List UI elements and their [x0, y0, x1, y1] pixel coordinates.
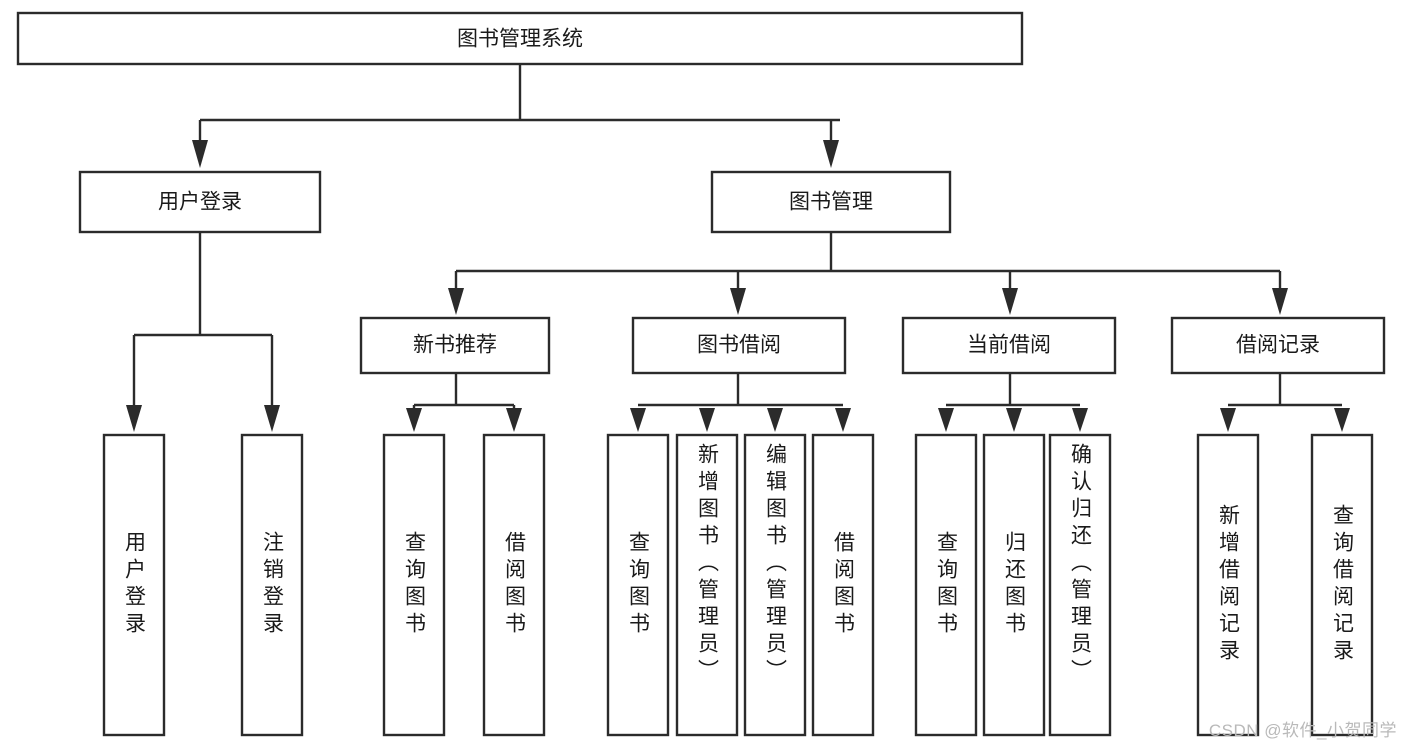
node-leaf-edit-book-admin-box[interactable] — [743, 433, 807, 737]
node-root[interactable]: 图书管理系统 — [16, 11, 1024, 66]
arrow-head-leaf-confirm-return-admin — [1072, 408, 1088, 432]
node-root-label: 图书管理系统 — [457, 28, 583, 51]
node-book-borrow-box[interactable] — [631, 316, 847, 375]
arrow-head-leaf-return-book — [1006, 408, 1022, 432]
node-current-borrow[interactable]: 当前借阅 — [901, 316, 1117, 375]
node-user-login-box[interactable] — [78, 170, 322, 234]
node-leaf-query-book-current-box[interactable] — [914, 433, 978, 737]
connector-current-borrow-to-leaves — [938, 373, 1088, 432]
node-book-manage-label: 图书管理 — [789, 191, 873, 214]
node-book-manage-box[interactable] — [710, 170, 952, 234]
node-borrow-record-label: 借阅记录 — [1236, 334, 1320, 357]
arrow-head-leaf-query-borrow-record — [1334, 408, 1350, 432]
connector-book-borrow-to-leaves — [630, 373, 851, 432]
arrow-head-book-manage — [823, 140, 839, 168]
node-new-book-recommend-label: 新书推荐 — [413, 334, 497, 357]
connector-root-to-level1 — [192, 64, 840, 168]
node-current-borrow-box[interactable] — [901, 316, 1117, 375]
node-leaf-borrow-book-new-box[interactable] — [482, 433, 546, 737]
arrow-head-leaf-borrow-book-new — [506, 408, 522, 432]
node-new-book-recommend-box[interactable] — [359, 316, 551, 375]
node-leaf-add-borrow-record-box[interactable] — [1196, 433, 1260, 737]
arrow-head-leaf-query-book-current — [938, 408, 954, 432]
connector-borrow-record-to-leaves — [1220, 373, 1350, 432]
arrow-head-leaf-user-login — [126, 405, 142, 432]
connector-user-login-to-leaves — [126, 232, 280, 432]
node-leaf-query-book-borrow-box[interactable] — [606, 433, 670, 737]
arrow-head-current-borrow — [1002, 288, 1018, 315]
node-new-book-recommend[interactable]: 新书推荐 — [359, 316, 551, 375]
arrow-head-leaf-borrow-book — [835, 408, 851, 432]
node-leaf-user-login-box[interactable] — [102, 433, 166, 737]
node-book-manage[interactable]: 图书管理 — [710, 170, 952, 234]
node-user-login[interactable]: 用户登录 — [78, 170, 322, 234]
arrow-head-leaf-add-borrow-record — [1220, 408, 1236, 432]
arrow-head-new-book-recommend — [448, 288, 464, 315]
node-leaf-add-book-admin-box[interactable] — [675, 433, 739, 737]
arrow-head-leaf-query-book-borrow — [630, 408, 646, 432]
node-borrow-record-box[interactable] — [1170, 316, 1386, 375]
node-leaf-confirm-return-admin-box[interactable] — [1048, 433, 1112, 737]
arrow-head-leaf-edit-book-admin — [767, 408, 783, 432]
node-borrow-record[interactable]: 借阅记录 — [1170, 316, 1386, 375]
arrow-head-leaf-add-book-admin — [699, 408, 715, 432]
node-leaf-user-logout-box[interactable] — [240, 433, 304, 737]
connector-book-manage-to-level2 — [448, 232, 1288, 315]
node-leaf-borrow-book-box[interactable] — [811, 433, 875, 737]
node-root-box[interactable] — [16, 11, 1024, 66]
node-book-borrow-label: 图书借阅 — [697, 334, 781, 357]
node-book-borrow[interactable]: 图书借阅 — [631, 316, 847, 375]
arrow-head-book-borrow — [730, 288, 746, 315]
csdn-watermark: CSDN @软件_小贺同学 — [1208, 721, 1397, 740]
connector-new-book-recommend-to-leaves — [406, 373, 522, 432]
arrow-head-leaf-user-logout — [264, 405, 280, 432]
arrow-head-borrow-record — [1272, 288, 1288, 315]
node-leaf-query-book-new-box[interactable] — [382, 433, 446, 737]
arrow-head-leaf-query-book-new — [406, 408, 422, 432]
node-current-borrow-label: 当前借阅 — [967, 334, 1051, 357]
node-user-login-label: 用户登录 — [158, 191, 242, 214]
node-leaf-query-borrow-record-box[interactable] — [1310, 433, 1374, 737]
node-leaf-return-book-box[interactable] — [982, 433, 1046, 737]
arrow-head-user-login — [192, 140, 208, 168]
